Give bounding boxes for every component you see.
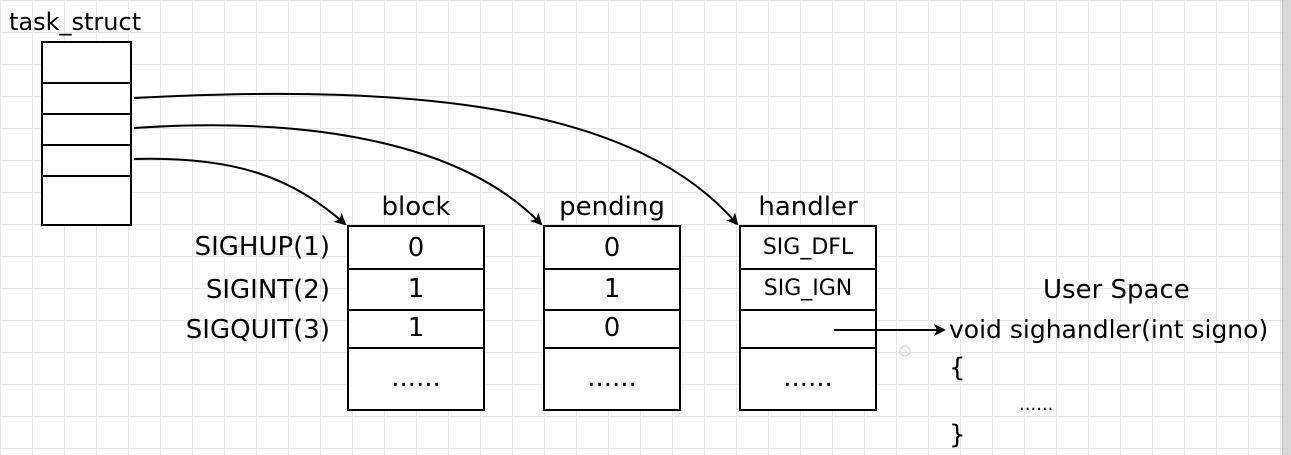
sighandler-body: ...... — [1019, 394, 1054, 415]
sighandler-signature: void sighandler(int signo) — [949, 315, 1269, 344]
block-header: block — [381, 192, 451, 222]
signal-label-sighup: SIGHUP(1) — [194, 232, 330, 262]
handler-cell-sighup: SIG_DFL — [741, 227, 875, 270]
window-right-edge — [1282, 0, 1291, 455]
sighandler-close-brace: } — [949, 420, 966, 450]
arrow-task-to-block — [133, 157, 347, 226]
task-struct-title: task_struct — [9, 8, 142, 36]
handler-cell-more: ...... — [783, 363, 833, 393]
pending-table: 0 1 0 ...... — [543, 225, 681, 411]
handler-cell-sigint: SIG_IGN — [741, 268, 875, 311]
task-struct-field — [41, 41, 132, 84]
pending-cell-sigquit: 0 — [545, 309, 679, 349]
pending-cell-more: ...... — [587, 363, 637, 393]
small-circle-mark — [899, 345, 911, 357]
pending-header: pending — [559, 192, 665, 222]
block-cell-sigquit: 1 — [349, 309, 483, 349]
sighandler-open-brace: { — [949, 353, 966, 383]
signal-label-sigint: SIGINT(2) — [205, 275, 330, 305]
block-cell-sigint: 1 — [349, 268, 483, 311]
arrow-task-to-pending — [133, 124, 543, 226]
block-cell-sighup: 0 — [349, 227, 483, 270]
user-space-title: User Space — [1043, 275, 1190, 305]
task-struct-field — [41, 175, 132, 226]
arrow-task-to-handler — [133, 92, 739, 226]
signal-label-sigquit: SIGQUIT(3) — [185, 315, 330, 345]
handler-table: SIG_DFL SIG_IGN ...... — [739, 225, 877, 411]
pending-cell-sighup: 0 — [545, 227, 679, 270]
handler-header: handler — [758, 192, 858, 222]
handler-cell-sigquit — [741, 309, 875, 349]
block-cell-more: ...... — [391, 363, 441, 393]
block-table: 0 1 1 ...... — [347, 225, 485, 411]
pending-cell-sigint: 1 — [545, 268, 679, 311]
